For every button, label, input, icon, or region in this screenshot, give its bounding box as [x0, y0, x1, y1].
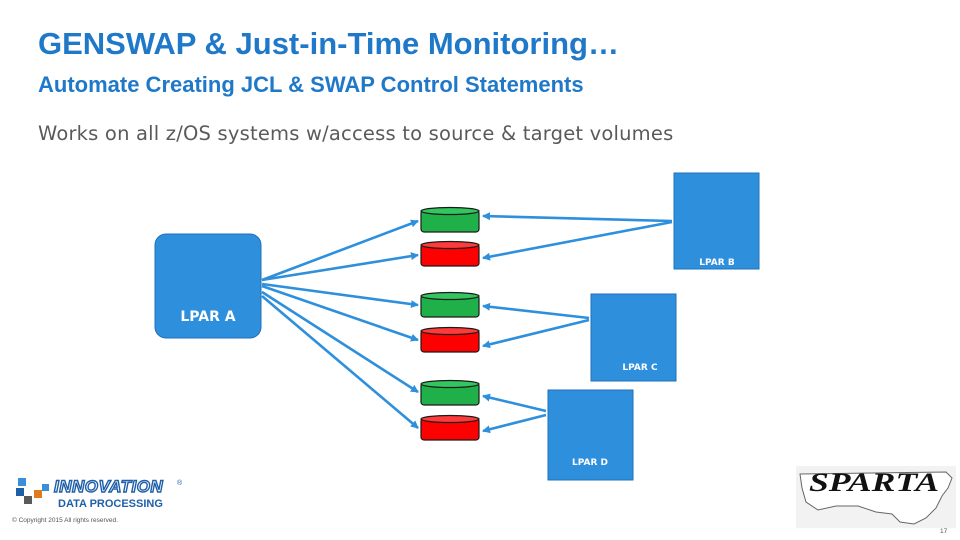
innovation-logo-mark: [16, 478, 49, 504]
innovation-logo: INNOVATION DATA PROCESSING ®: [16, 476, 183, 510]
innovation-logo-line2: DATA PROCESSING: [58, 498, 163, 510]
lpar-b-label: LPAR B: [699, 258, 735, 268]
lpar-b-node: [673, 172, 760, 270]
sparta-logo-text: SPARTA: [809, 468, 939, 497]
lpar-c-node: [590, 293, 677, 382]
arrow-a-to-volume-3: [261, 282, 419, 309]
arrow-a-to-volume-6: [261, 295, 419, 429]
page-number: 17: [940, 528, 948, 535]
arrow-b-to-volume-1: [482, 212, 673, 223]
arrow-d-to-volume-5: [482, 393, 547, 413]
lpar-d-label: LPAR D: [572, 458, 608, 468]
copyright-notice: © Copyright 2015 All rights reserved.: [12, 517, 118, 524]
arrow-c-to-volume-3: [482, 302, 590, 320]
lpar-d-node: [547, 389, 634, 481]
source-volume-1-top: [420, 206, 480, 216]
sparta-logo: SPARTA: [796, 466, 956, 528]
slide-body-text: Works on all z/OS systems w/access to so…: [38, 122, 674, 145]
registered-mark: ®: [177, 479, 183, 487]
slide-title: GENSWAP & Just-in-Time Monitoring…: [38, 26, 619, 61]
volume-pair-3: [420, 379, 480, 441]
arrow-a-to-volume-1: [261, 219, 419, 282]
volume-pair-2: [420, 291, 480, 353]
slide-subtitle: Automate Creating JCL & SWAP Control Sta…: [38, 72, 584, 97]
arrow-d-to-volume-6: [482, 413, 547, 434]
arrow-b-to-volume-2: [482, 220, 673, 261]
arrow-a-to-volume-2: [261, 252, 419, 282]
north-carolina-map-shape: [799, 471, 953, 525]
target-volume-2-top: [420, 326, 480, 336]
arrow-a-to-volume-5: [261, 290, 419, 394]
arrow-c-to-volume-4: [482, 318, 590, 349]
target-volume-1-top: [420, 240, 480, 250]
volume-pair-1: [420, 206, 480, 267]
source-volume-3-top: [420, 379, 480, 389]
arrow-a-to-volume-4: [261, 284, 419, 342]
lpar-a-label: LPAR A: [180, 309, 235, 325]
lpar-c-label: LPAR C: [622, 363, 658, 373]
lpar-a-node: [154, 233, 262, 339]
target-volume-3-top: [420, 414, 480, 424]
innovation-logo-line1: INNOVATION: [54, 477, 163, 496]
source-volume-2-top: [420, 291, 480, 301]
